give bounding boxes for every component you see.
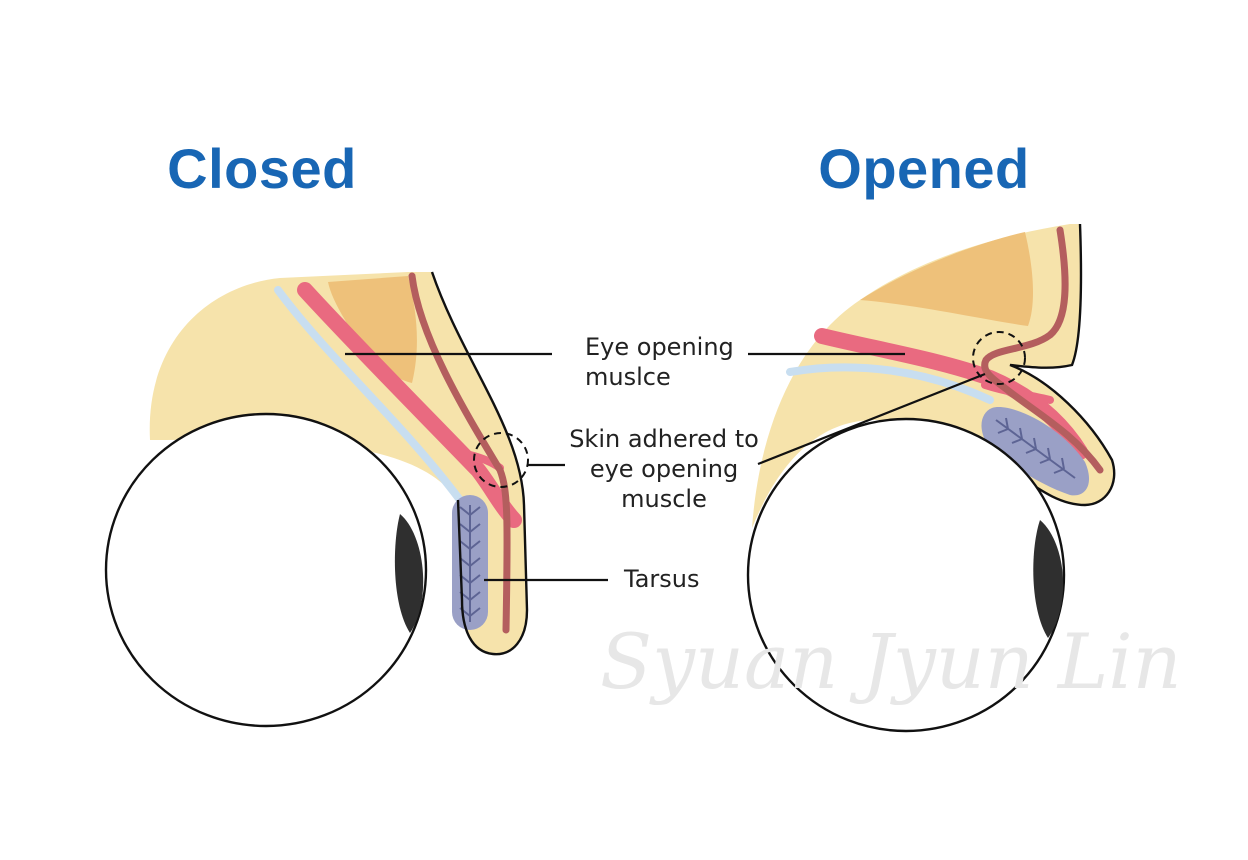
opened-title: Opened [818, 137, 1029, 200]
closed-conjunctiva [274, 286, 464, 504]
opened-eyeball [746, 417, 1066, 733]
opened-eye-illustration [746, 223, 1116, 733]
label-eye-opening-muscle: Eye opening muslce [345, 333, 905, 391]
closed-tarsus-glands [459, 505, 481, 622]
closed-iris [394, 514, 424, 633]
skin-adhered-label-line3: muscle [621, 485, 707, 513]
opened-orbicularis-muscle [981, 226, 1104, 474]
eye-opening-muscle-label-line1: Eye opening [585, 333, 734, 361]
closed-eye-illustration [104, 271, 529, 728]
opened-iris [1033, 520, 1064, 638]
opened-muscle-branch [981, 381, 1054, 404]
tarsus-label: Tarsus [623, 565, 699, 593]
closed-adhesion-marker [473, 432, 529, 488]
closed-fat-pad [328, 276, 417, 383]
label-skin-adhered: Skin adhered to eye opening muscle [527, 372, 986, 513]
skin-adhered-label-line2: eye opening [590, 455, 738, 483]
opened-adhesion-marker [972, 331, 1026, 385]
closed-orbicularis-muscle [408, 272, 511, 634]
watermark: Syuan Jyun Lin [600, 617, 1182, 706]
opened-skin-outline [1009, 223, 1116, 507]
skin-adhered-label-line1: Skin adhered to [569, 425, 759, 453]
closed-skin-outline [430, 271, 529, 656]
opened-tarsus-glands [995, 417, 1076, 479]
closed-title: Closed [167, 137, 357, 200]
label-tarsus: Tarsus [484, 565, 699, 593]
leader-opened-skin [757, 372, 986, 466]
closed-eye-opening-muscle [297, 282, 522, 528]
eye-opening-muscle-label-line2: muslce [585, 363, 671, 391]
closed-eyelid-skin [149, 272, 527, 655]
closed-eyeball [104, 412, 428, 728]
opened-fat-pad [860, 232, 1034, 326]
opened-conjunctiva [786, 363, 994, 404]
